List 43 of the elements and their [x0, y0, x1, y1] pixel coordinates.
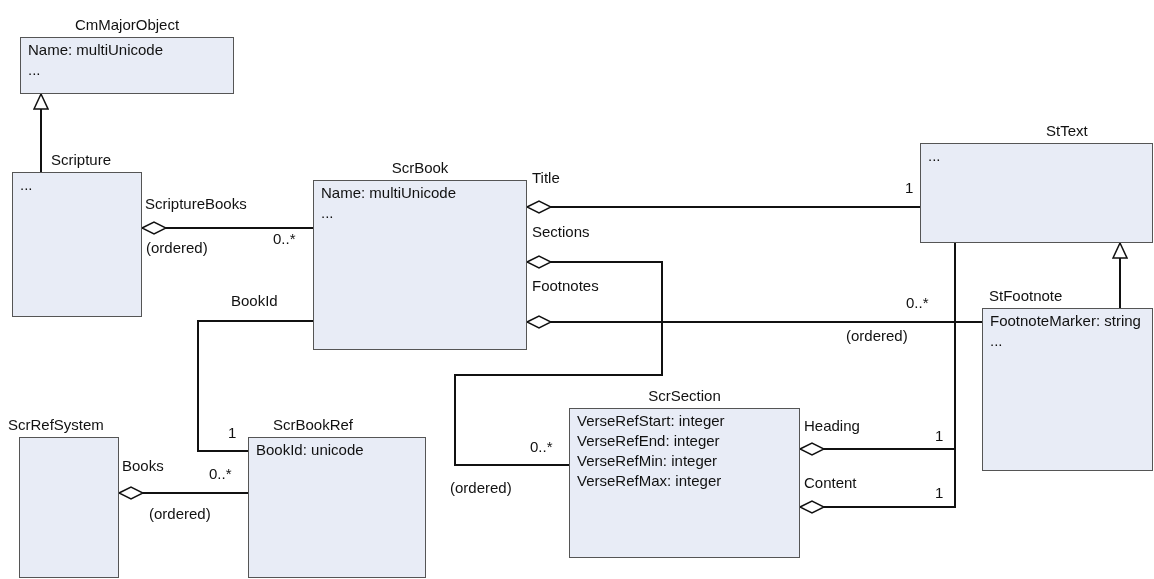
- association-line: [197, 320, 314, 452]
- attribute-text: ...: [990, 332, 1004, 350]
- multiplicity-label: (ordered): [146, 239, 208, 257]
- attribute-text: Name: multiUnicode: [321, 184, 458, 202]
- class-name: ScrBookRef: [273, 416, 354, 434]
- multiplicity-label: (ordered): [450, 479, 512, 497]
- multiplicity-label: 0..*: [530, 438, 553, 456]
- attribute-text: FootnoteMarker: string: [990, 312, 1142, 330]
- attribute-text: VerseRefMin: integer: [577, 452, 719, 470]
- attribute-text: VerseRefEnd: integer: [577, 432, 721, 450]
- class-name: StFootnote: [989, 287, 1063, 305]
- class-name: ScrRefSystem: [8, 416, 104, 434]
- multiplicity-label: 1: [935, 484, 944, 502]
- attribute-text: VerseRefStart: integer: [577, 412, 726, 430]
- multiplicity-label: 1: [905, 179, 914, 197]
- attribute-text: ...: [928, 147, 942, 165]
- multiplicity-label: 1: [228, 424, 237, 442]
- attribute-text: BookId: unicode: [256, 441, 365, 459]
- multiplicity-label: 0..*: [209, 465, 232, 483]
- class-name: StText: [1046, 122, 1088, 140]
- class-name: Scripture: [51, 151, 112, 169]
- attribute-text: Name: multiUnicode: [28, 41, 165, 59]
- aggregation-line: [526, 315, 983, 329]
- attribute-text: VerseRefMax: integer: [577, 472, 723, 490]
- attribute-text: ...: [321, 204, 335, 222]
- multiplicity-label: 0..*: [906, 294, 929, 312]
- multiplicity-label: (ordered): [846, 327, 908, 345]
- multiplicity-label: (ordered): [149, 505, 211, 523]
- class-name: ScrBook: [390, 159, 450, 177]
- multiplicity-label: 1: [935, 427, 944, 445]
- multiplicity-label: 0..*: [273, 230, 296, 248]
- aggregation-line: [526, 200, 921, 214]
- class-name: ScrSection: [647, 387, 722, 405]
- class-name: CmMajorObject: [73, 16, 181, 34]
- attribute-text: ...: [28, 61, 42, 79]
- generalization-arrow: [33, 93, 49, 173]
- generalization-arrow: [1112, 242, 1128, 309]
- aggregation-line: [118, 486, 249, 500]
- edge-label: ScriptureBooks: [145, 195, 247, 213]
- edge-label: Heading: [804, 417, 860, 435]
- aggregation-line: [141, 221, 314, 235]
- aggregation-line: [454, 255, 663, 466]
- attribute-text: ...: [20, 176, 34, 194]
